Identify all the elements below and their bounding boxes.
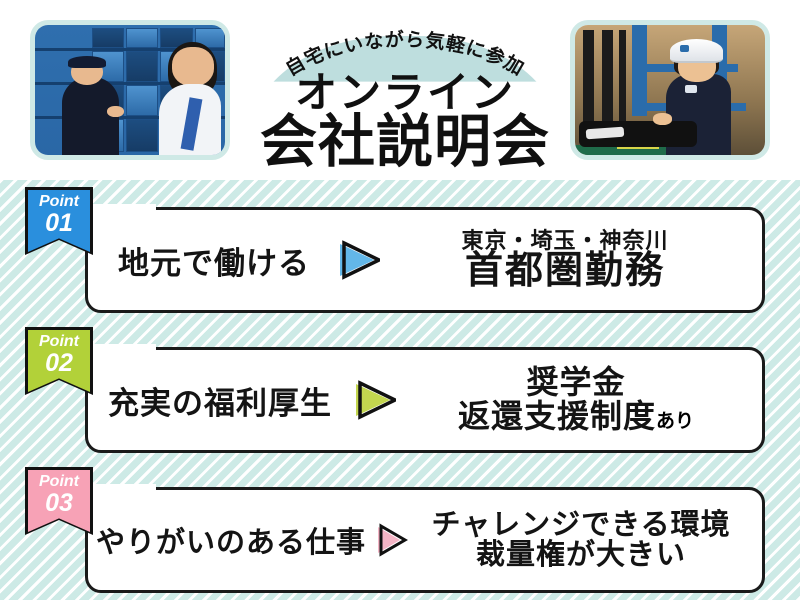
point-card-01-content: 地元で働ける 東京・埼玉・神奈川 首都圏勤務 <box>88 210 762 310</box>
helmet-logo <box>679 45 689 52</box>
point-card-03: やりがいのある仕事 チャレンジできる環境 裁量権が大きい <box>85 487 765 593</box>
forklift-mast <box>582 30 594 145</box>
point-ribbon-01: Point 01 <box>25 187 93 255</box>
header-section: 自宅にいながら気軽に参加 オンライン 会社説明会 <box>0 0 800 180</box>
ribbon-label-03: Point <box>39 473 79 490</box>
point-03-right-line2: 裁量権が大きい <box>476 539 687 571</box>
person-female-head <box>171 47 214 87</box>
photo-left-content <box>35 25 225 155</box>
storage-bin <box>126 27 159 49</box>
arrow-right-icon <box>374 518 408 562</box>
photo-warehouse-conversation <box>30 20 230 160</box>
ribbon-number-01: 01 <box>45 209 73 237</box>
card-notch <box>82 344 156 354</box>
point-card-03-content: やりがいのある仕事 チャレンジできる環境 裁量権が大きい <box>88 490 762 590</box>
forklift-mast <box>618 30 627 145</box>
point-card-02-content: 充実の福利厚生 奨学金 返還支援制度あり <box>88 350 762 450</box>
forklift-deck <box>575 144 712 155</box>
card-notch <box>82 204 156 214</box>
title-line-main: 会社説明会 <box>260 110 550 174</box>
point-card-01: 地元で働ける 東京・埼玉・神奈川 首都圏勤務 <box>85 207 765 313</box>
point-02-right-line2-wrap: 返還支援制度あり <box>408 398 744 434</box>
point-03-right-line1: チャレンジできる環境 <box>431 508 731 541</box>
point-03-right-text: チャレンジできる環境 裁量権が大きい <box>416 508 746 571</box>
title-line-online: オンライン <box>294 69 515 116</box>
catchcopy-arch-text: 自宅にいながら気軽に参加 <box>240 14 570 134</box>
point-01-right-small: 東京・埼玉・神奈川 <box>461 227 669 253</box>
point-card-02: 充実の福利厚生 奨学金 返還支援制度あり <box>85 347 765 453</box>
point-02-right-text: 奨学金 返還支援制度あり <box>408 366 744 433</box>
person-male-body <box>61 77 119 155</box>
arrow-right-icon <box>350 378 396 422</box>
point-block-02: 充実の福利厚生 奨学金 返還支援制度あり <box>0 320 800 460</box>
operator-hand <box>652 113 672 126</box>
arrow-right-icon <box>334 238 380 282</box>
point-02-right-line2: 返還支援制度 <box>457 398 656 434</box>
point-02-right-line1: 奨学金 <box>526 364 626 401</box>
shelf-divider <box>35 82 225 86</box>
title-block: 自宅にいながら気軽に参加 オンライン 会社説明会 <box>240 14 570 171</box>
point-01-right-text: 東京・埼玉・神奈川 首都圏勤務 <box>400 227 730 292</box>
ribbon-label-02: Point <box>39 333 79 350</box>
card-notch <box>82 484 156 494</box>
photo-forklift-operator <box>570 20 770 160</box>
storage-bin <box>126 118 159 153</box>
ribbon-number-02: 02 <box>45 349 73 377</box>
point-block-01: 地元で働ける 東京・埼玉・神奈川 首都圏勤務 <box>0 180 800 320</box>
point-03-left-text: やりがいのある仕事 <box>96 527 367 559</box>
point-01-left-text: 地元で働ける <box>118 245 310 281</box>
person-male-hand <box>107 105 125 118</box>
operator-badge <box>685 84 697 93</box>
photo-right-content <box>575 25 765 155</box>
operator-helmet <box>670 39 724 64</box>
shelf-divider <box>35 48 225 52</box>
point-02-left-text: 充実の福利厚生 <box>108 385 332 421</box>
storage-bin <box>126 51 159 83</box>
storage-bin <box>126 84 159 116</box>
person-male-cap <box>68 56 107 68</box>
shelf-divider <box>35 116 225 119</box>
point-ribbon-02: Point 02 <box>25 327 93 395</box>
point-02-right-suffix: あり <box>656 411 695 432</box>
point-ribbon-03: Point 03 <box>25 467 93 535</box>
point-block-03: やりがいのある仕事 チャレンジできる環境 裁量権が大きい <box>0 460 800 600</box>
point-01-right-big: 首都圏勤務 <box>464 249 665 292</box>
storage-bin <box>92 27 125 49</box>
points-section: 地元で働ける 東京・埼玉・神奈川 首都圏勤務 <box>0 180 800 600</box>
ribbon-label-01: Point <box>39 193 79 210</box>
ribbon-number-03: 03 <box>45 489 73 517</box>
forklift-mast <box>601 30 613 145</box>
